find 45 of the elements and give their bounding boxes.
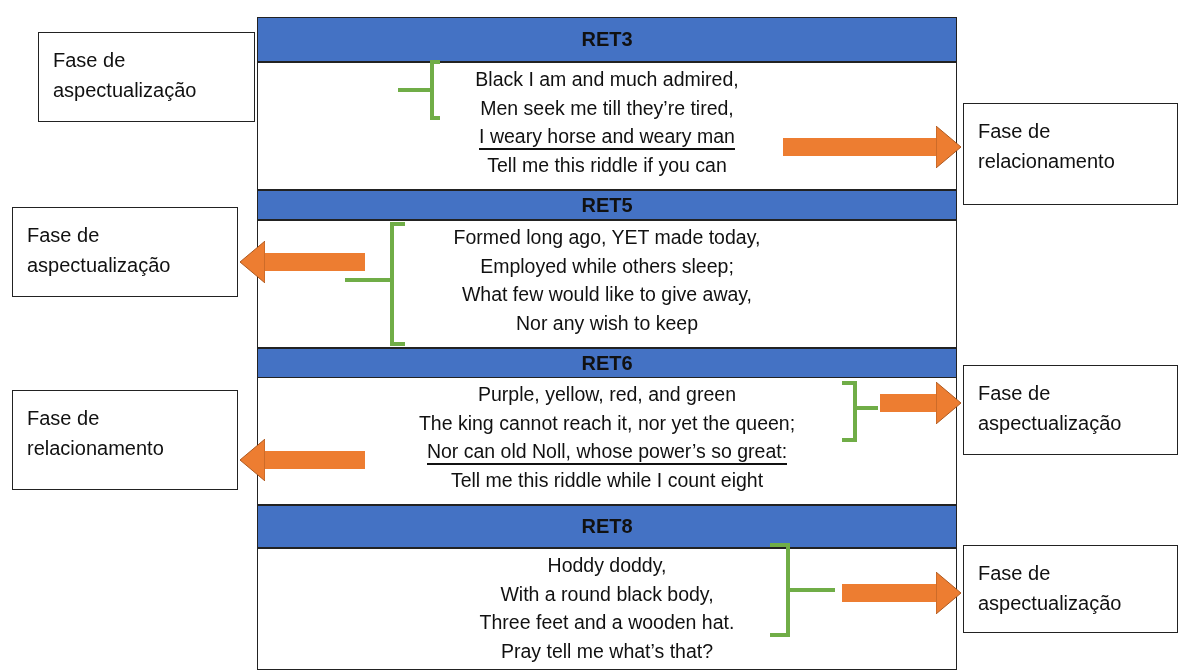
box-text: Fase de aspectualização xyxy=(27,224,171,276)
poem-line: Employed while others sleep; xyxy=(480,253,734,278)
table-cell xyxy=(257,220,957,348)
poem-line: Men seek me till they’re tired, xyxy=(480,95,734,120)
header-text: RET3 xyxy=(581,28,633,51)
text-box xyxy=(963,365,1178,455)
text-box xyxy=(12,390,238,490)
poem-line: Black I am and much admired, xyxy=(475,67,739,91)
poem-line: Hoddy doddy, xyxy=(547,553,667,577)
header-text: RET5 xyxy=(581,193,633,217)
arrow xyxy=(239,240,365,284)
poem-line: Pray tell me what’s that? xyxy=(500,638,714,663)
table-cell xyxy=(257,377,957,505)
table-cell xyxy=(257,62,957,190)
poem-line: Nor can old Noll, whose power’s so great: xyxy=(426,439,788,465)
poem-line: Purple, yellow, red, and green xyxy=(478,382,736,406)
text-box xyxy=(963,103,1178,205)
box-text: Fase de relacionamento xyxy=(27,407,164,459)
arrow xyxy=(239,438,365,482)
header-bar xyxy=(257,17,957,62)
poem-line: The king cannot reach it, nor yet the queen; xyxy=(418,410,796,435)
table-cell xyxy=(257,548,957,670)
poem-line: Formed long ago, YET made today, xyxy=(453,225,761,249)
text-box xyxy=(38,32,255,122)
text-box xyxy=(963,545,1178,633)
poem-line: Tell me this riddle if you can xyxy=(487,152,727,177)
box-text: Fase de relacionamento xyxy=(978,120,1115,172)
poem-line: What few would like to give away, xyxy=(461,282,753,306)
poem-line: Tell me this riddle while I count eight xyxy=(450,467,764,492)
box-text: Fase de aspectualização xyxy=(978,562,1122,614)
arrow xyxy=(842,571,962,615)
poem-line: With a round black body, xyxy=(500,581,714,606)
text-box xyxy=(12,207,238,297)
header-bar xyxy=(257,505,957,548)
poem-line: Nor any wish to keep xyxy=(515,310,699,335)
poem-line: I weary horse and weary man xyxy=(479,124,735,150)
arrow xyxy=(880,381,962,425)
header-bar xyxy=(257,190,957,220)
header-bar xyxy=(257,348,957,378)
box-text: Fase de aspectualização xyxy=(978,382,1122,434)
box-text: Fase de aspectualização xyxy=(53,49,197,101)
header-text: RET6 xyxy=(581,351,633,375)
header-text: RET8 xyxy=(581,515,633,538)
poem-line: Three feet and a wooden hat. xyxy=(479,610,735,634)
arrow xyxy=(783,125,962,169)
